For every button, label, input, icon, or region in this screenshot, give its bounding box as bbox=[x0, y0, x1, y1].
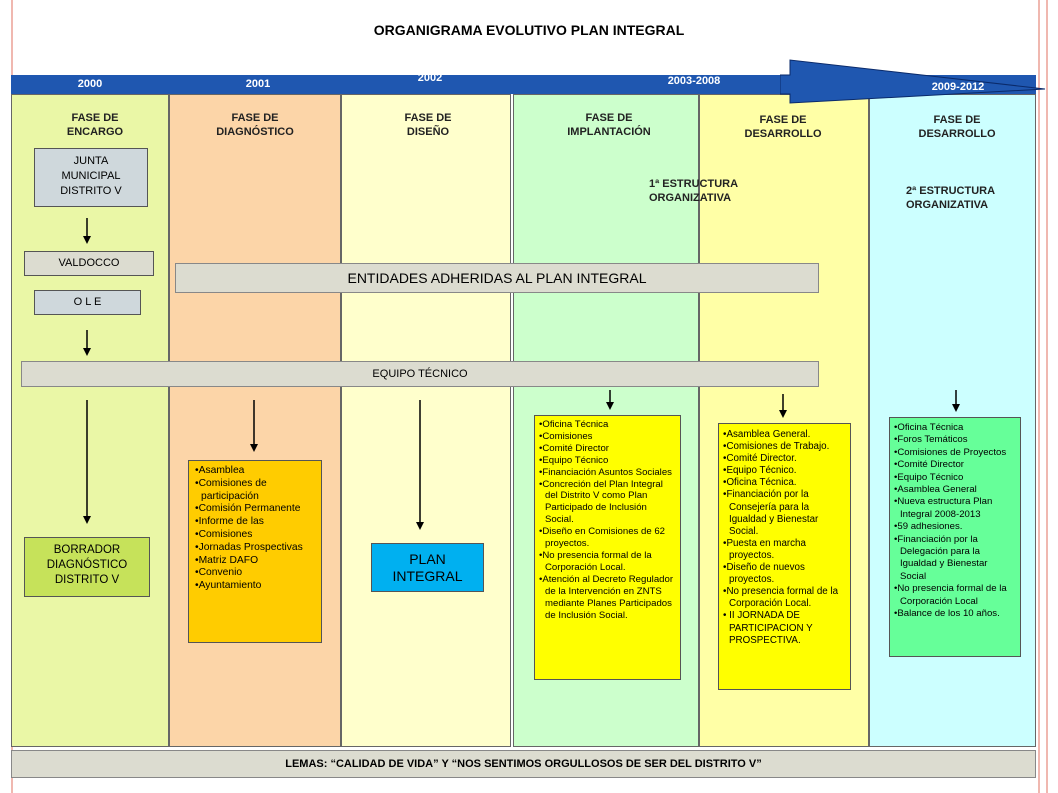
list-item: Comisión Permanente bbox=[195, 503, 315, 516]
year-2003-2008: 2003-2008 bbox=[667, 75, 721, 87]
list-item: Convenio bbox=[195, 567, 315, 580]
list-item: Jornadas Prospectivas bbox=[195, 542, 315, 555]
list-item: Comisiones de participación bbox=[195, 478, 315, 504]
list-item: No presencia formal de la Corporación Lo… bbox=[539, 550, 676, 574]
valdocco-box: VALDOCCO bbox=[24, 251, 154, 276]
list-item: Balance de los 10 años. bbox=[894, 608, 1016, 620]
list-item: Matriz DAFO bbox=[195, 555, 315, 568]
list-item: Oficina Técnica bbox=[539, 419, 676, 431]
list-item: Asamblea General bbox=[894, 484, 1016, 496]
desarrollo-2-list: Oficina Técnica Foros Temáticos Comision… bbox=[889, 417, 1021, 657]
column-diseno bbox=[341, 94, 511, 747]
ole-box: O L E bbox=[34, 290, 141, 315]
list-item: Comité Director bbox=[894, 459, 1016, 471]
list-item: Foros Temáticos bbox=[894, 434, 1016, 446]
list-item: Equipo Técnico bbox=[539, 455, 676, 467]
list-item: Comisiones de Proyectos bbox=[894, 447, 1016, 459]
list-item: Comité Director bbox=[539, 443, 676, 455]
list-item: 59 adhesiones. bbox=[894, 521, 1016, 533]
list-item: Comité Director. bbox=[723, 453, 846, 465]
implantacion-list: Oficina Técnica Comisiones Comité Direct… bbox=[534, 415, 681, 680]
list-item: Diseño en Comisiones de 62 proyectos. bbox=[539, 526, 676, 550]
timeline-arrow bbox=[780, 59, 1046, 104]
right-border-line-1 bbox=[1038, 0, 1040, 793]
list-item: Asamblea General. bbox=[723, 429, 846, 441]
page-title: ORGANIGRAMA EVOLUTIVO PLAN INTEGRAL bbox=[373, 22, 685, 38]
list-item: Financiación por la Consejería para la I… bbox=[723, 489, 846, 537]
list-item: Nueva estructura Plan Integral 2008-2013 bbox=[894, 496, 1016, 521]
list-item: Puesta en marcha proyectos. bbox=[723, 538, 846, 562]
list-item: Atención al Decreto Regulador de la Inte… bbox=[539, 574, 676, 622]
column-diagnostico bbox=[169, 94, 341, 747]
list-item: Equipo Técnico bbox=[894, 472, 1016, 484]
list-item: Comisiones bbox=[539, 431, 676, 443]
equipo-tecnico-bar: EQUIPO TÉCNICO bbox=[21, 361, 819, 387]
list-item: Financiación por la Delegación para la I… bbox=[894, 534, 1016, 584]
year-2009-2012: 2009-2012 bbox=[931, 81, 985, 93]
list-item: No presencia formal de la Corporación Lo… bbox=[723, 586, 846, 610]
list-item: Financiación Asuntos Sociales bbox=[539, 467, 676, 479]
list-item: Comisiones bbox=[195, 529, 315, 542]
list-item: Oficina Técnica. bbox=[723, 477, 846, 489]
list-item: Concreción del Plan Integral del Distrit… bbox=[539, 479, 676, 527]
list-item: No presencia formal de la Corporación Lo… bbox=[894, 583, 1016, 608]
list-item: Oficina Técnica bbox=[894, 422, 1016, 434]
year-2001: 2001 bbox=[245, 78, 271, 90]
lemas-bar: LEMAS: “CALIDAD DE VIDA” Y “NOS SENTIMOS… bbox=[11, 750, 1036, 778]
desarrollo-1-list: Asamblea General. Comisiones de Trabajo.… bbox=[718, 423, 851, 690]
right-border-line-2 bbox=[1046, 0, 1048, 793]
list-item: II JORNADA DE PARTICIPACION Y PROSPECTIV… bbox=[723, 610, 846, 646]
entidades-adheridas-bar: ENTIDADES ADHERIDAS AL PLAN INTEGRAL bbox=[175, 263, 819, 293]
diagnostico-list: Asamblea Comisiones de participación Com… bbox=[188, 460, 322, 643]
list-item: Comisiones de Trabajo. bbox=[723, 441, 846, 453]
list-item: Asamblea bbox=[195, 465, 315, 478]
list-item: Diseño de nuevos proyectos. bbox=[723, 562, 846, 586]
year-2000: 2000 bbox=[77, 78, 103, 90]
list-item: Ayuntamiento bbox=[195, 580, 315, 593]
list-item: Informe de las bbox=[195, 516, 315, 529]
list-item: Equipo Técnico. bbox=[723, 465, 846, 477]
year-2002: 2002 bbox=[417, 72, 443, 84]
